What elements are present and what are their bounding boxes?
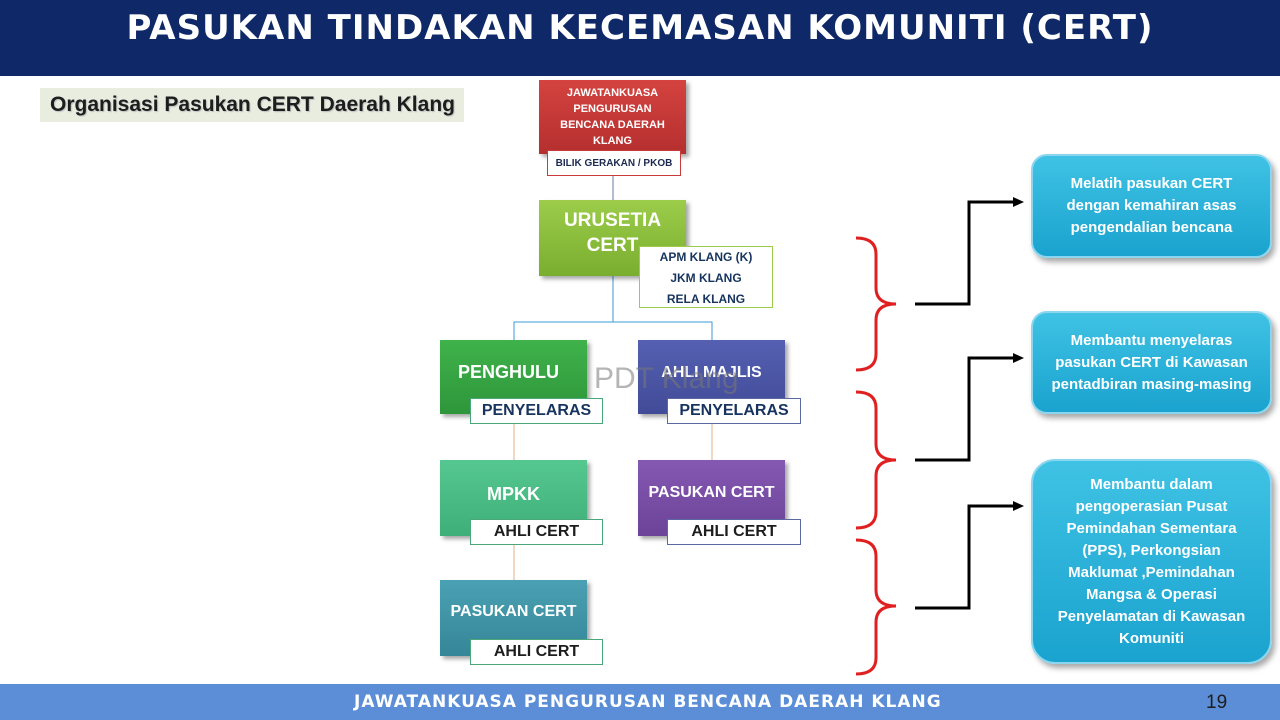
page-number: 19 xyxy=(1206,692,1228,713)
subtitle-box xyxy=(40,88,464,122)
connector-branch xyxy=(513,321,713,340)
arrowhead-2 xyxy=(1013,353,1024,363)
node-jawatankuasa-label: JAWATANKUASA PENGURUSAN BENCANA DAERAH K… xyxy=(560,87,665,147)
note-coordination: Membantu menyelaras pasukan CERT di Kawa… xyxy=(1031,311,1272,414)
arrowhead-1 xyxy=(1013,197,1024,207)
bracket-3 xyxy=(855,538,897,676)
tag-pasukan-cert-bottom-ahli: AHLI CERT xyxy=(470,639,603,665)
arrow-2 xyxy=(915,356,1015,462)
secretariat-members: APM KLANG (K) JKM KLANG RELA KLANG xyxy=(639,246,773,308)
arrow-1 xyxy=(915,200,1015,306)
arrow-3 xyxy=(915,504,1015,610)
member-jkm: JKM KLANG xyxy=(670,271,742,285)
tag-penghulu-penyelaras: PENYELARAS xyxy=(470,398,603,424)
tag-pasukan-cert-right-ahli: AHLI CERT xyxy=(667,519,801,545)
bracket-2 xyxy=(855,390,897,530)
member-rela: RELA KLANG xyxy=(666,292,746,306)
member-apm: APM KLANG (K) xyxy=(659,250,753,264)
node-penghulu-label: PENGHULU xyxy=(458,362,560,382)
tag-mpkk-ahli-cert: AHLI CERT xyxy=(470,519,603,545)
node-jawatankuasa: JAWATANKUASA PENGURUSAN BENCANA DAERAH K… xyxy=(539,80,686,154)
page-title: PASUKAN TINDAKAN KECEMASAN KOMUNITI (CER… xyxy=(126,8,1154,48)
node-pasukan-cert-right-label: PASUKAN CERT xyxy=(648,484,775,501)
tag-ahli-majlis-penyelaras: PENYELARAS xyxy=(667,398,801,424)
bracket-1 xyxy=(855,236,897,372)
tag-bilik-gerakan: BILIK GERAKAN / PKOB xyxy=(547,150,681,176)
node-mpkk-label: MPKK xyxy=(487,484,540,504)
arrowhead-3 xyxy=(1013,501,1024,511)
title-bar xyxy=(0,0,1280,76)
note-operations: Membantu dalam pengoperasian Pusat Pemin… xyxy=(1031,459,1272,664)
note-training: Melatih pasukan CERT dengan kemahiran as… xyxy=(1031,154,1272,258)
node-urusetia-label: URUSETIA CERT xyxy=(563,210,662,256)
footer-text: JAWATANKUASA PENGURUSAN BENCANA DAERAH K… xyxy=(354,692,942,712)
subtitle: Organisasi Pasukan CERT Daerah Klang xyxy=(50,93,455,116)
watermark: PDT Klang xyxy=(594,362,739,395)
node-ahli-majlis-label: AHLI MAJLIS xyxy=(661,364,762,381)
footer-bar xyxy=(0,684,1280,720)
node-pasukan-cert-bottom-label: PASUKAN CERT xyxy=(450,603,577,620)
